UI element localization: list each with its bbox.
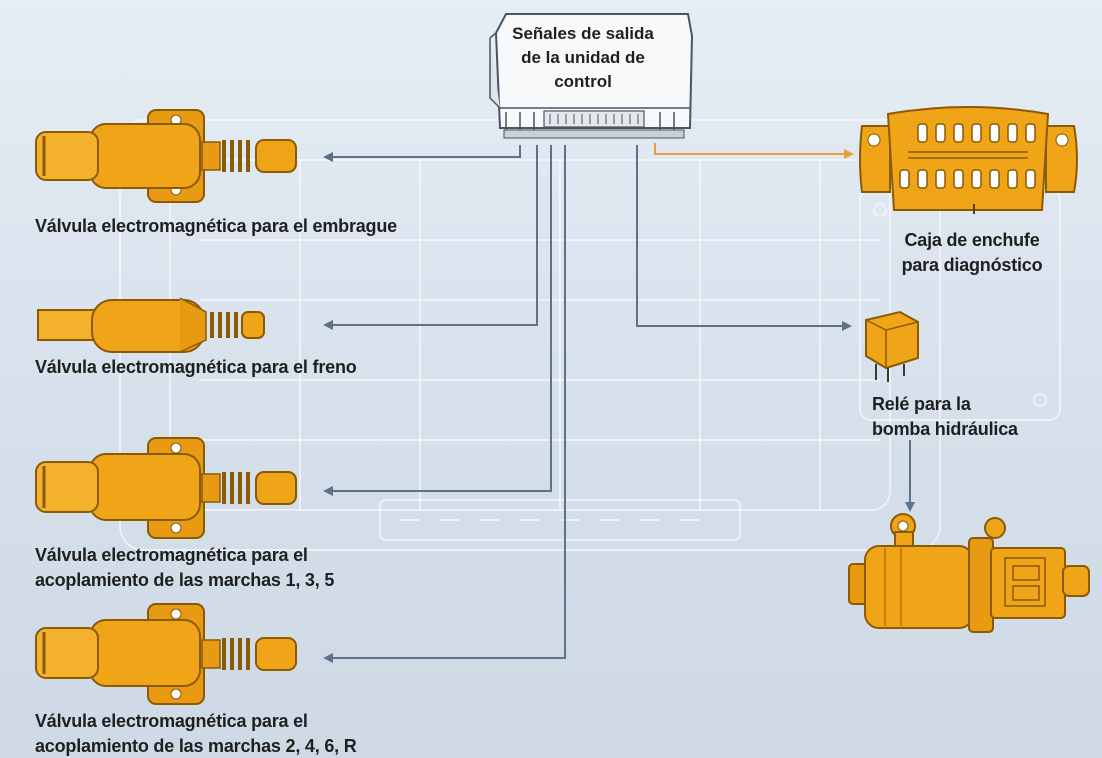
wire-gear-246r-valve [323, 145, 566, 663]
gear-246r-valve-label: Válvula electromagnética para el acoplam… [35, 709, 357, 758]
control-unit-title: Señales de salida de la unidad de contro… [500, 22, 666, 94]
gear-135-valve-icon [35, 437, 297, 539]
gear-135-valve-label: Válvula electromagnética para el acoplam… [35, 543, 334, 593]
wire-diagnostic-socket [654, 143, 854, 159]
control-unit-title-line1: Señales de salida [512, 24, 654, 43]
gear-135-valve-label-line2: acoplamiento de las marchas 1, 3, 5 [35, 570, 335, 590]
clutch-valve-label: Válvula electromagnética para el embragu… [35, 216, 397, 236]
diagnostic-socket-label-line2: para diagnóstico [901, 255, 1043, 275]
diagnostic-socket-label-line1: Caja de enchufe [904, 230, 1040, 250]
pump-relay-label: Relé para la bomba hidráulica [872, 392, 1018, 442]
diagnostic-socket-icon [859, 106, 1078, 214]
wire-brake-valve [323, 145, 538, 330]
clutch-valve-icon [35, 109, 297, 203]
gear-135-valve-label-line1: Válvula electromagnética para el [35, 545, 308, 565]
wire-gear-135-valve [323, 145, 552, 496]
control-unit-title-line2: de la unidad de [521, 48, 645, 67]
gear-246r-valve-label-line1: Válvula electromagnética para el [35, 711, 308, 731]
wire-clutch-valve [323, 145, 521, 162]
control-unit-icon [489, 13, 694, 139]
diagnostic-socket-label: Caja de enchufe para diagnóstico [872, 228, 1072, 278]
brake-valve-label: Válvula electromagnética para el freno [35, 357, 357, 377]
wire-pump-relay [636, 145, 852, 331]
gear-246r-valve-label-line2: acoplamiento de las marchas 2, 4, 6, R [35, 736, 357, 756]
pump-relay-icon [865, 310, 919, 382]
pump-relay-label-line2: bomba hidráulica [872, 419, 1018, 439]
pump-relay-label-line1: Relé para la [872, 394, 971, 414]
gear-246r-valve-icon [35, 603, 297, 705]
hydraulic-pump-icon [848, 513, 1090, 633]
brake-valve-icon [37, 297, 265, 353]
control-unit-title-line3: control [554, 72, 612, 91]
